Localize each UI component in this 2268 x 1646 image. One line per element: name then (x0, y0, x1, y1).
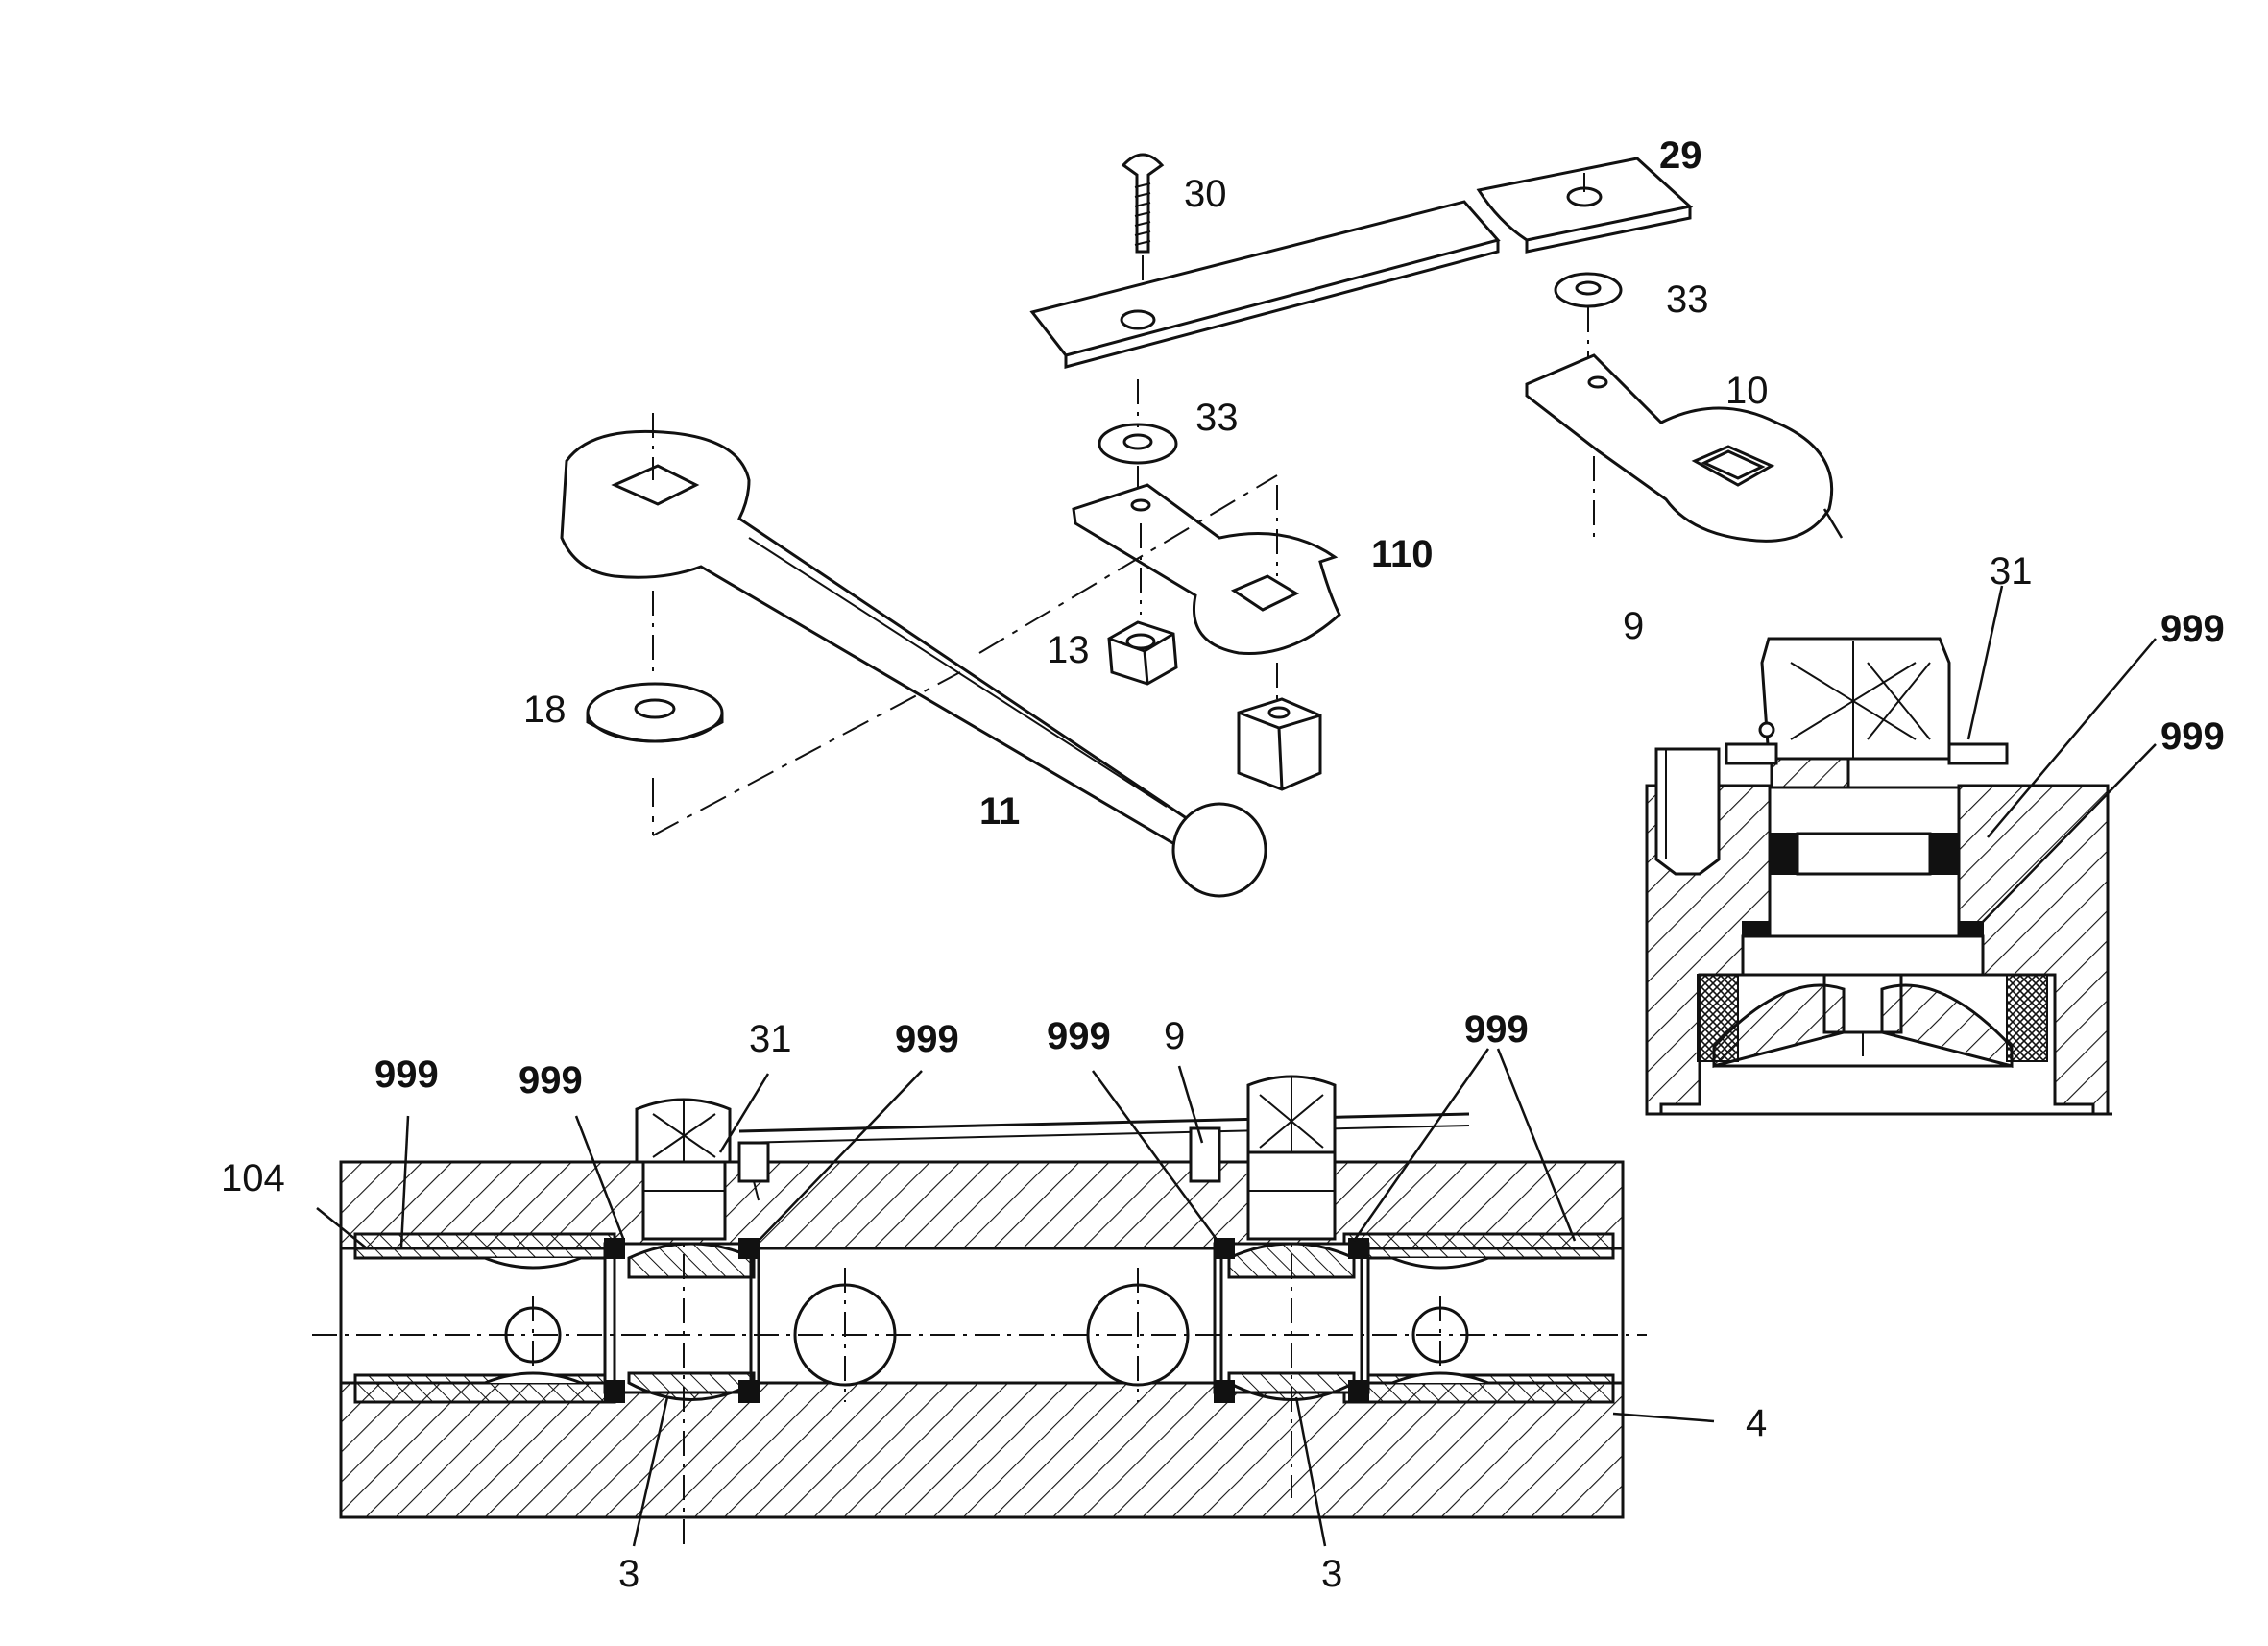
nut-part (1107, 620, 1178, 686)
section-view: 104 999 999 31 999 999 9 999 4 3 3 (221, 1008, 1767, 1595)
lever-right-part (1525, 353, 1834, 543)
exploded-view: 30 29 33 33 10 110 13 18 11 (523, 134, 1834, 898)
label-port-right: 4 (1746, 1402, 1767, 1444)
label-detail-seal-lower: 999 (2160, 715, 2225, 758)
label-detail-pin: 9 (1623, 605, 1644, 647)
label-washer-left: 33 (1195, 397, 1239, 439)
label-seal-e: 999 (1464, 1008, 1529, 1051)
label-washer-right: 33 (1666, 278, 1709, 321)
strap-part (1029, 157, 1694, 369)
label-lever-right: 10 (1725, 370, 1769, 412)
label-lever-small: 110 (1371, 533, 1434, 575)
label-screw: 30 (1184, 173, 1227, 215)
label-seal-b: 999 (519, 1059, 583, 1101)
square-block-part (1237, 697, 1322, 791)
label-ball-left: 3 (618, 1553, 639, 1595)
label-strap: 29 (1659, 134, 1702, 177)
label-plug-left: 104 (221, 1157, 285, 1199)
lever-small-part (1072, 483, 1341, 730)
label-seal-c: 999 (895, 1018, 959, 1060)
detail-view: 9 31 999 999 (1623, 508, 2225, 1116)
label-ring: 31 (749, 1018, 792, 1060)
washer-left-part (1098, 379, 1178, 492)
washer-bottom-part (586, 682, 724, 743)
label-seal-a: 999 (374, 1053, 439, 1096)
label-ball-right: 3 (1321, 1553, 1342, 1595)
label-pin: 9 (1164, 1015, 1185, 1057)
handle-part (560, 413, 1278, 898)
label-washer-bottom: 18 (523, 689, 567, 731)
washer-right-part (1554, 272, 1623, 365)
label-nut: 13 (1047, 629, 1090, 671)
label-detail-seal-upper: 999 (2160, 608, 2225, 650)
label-seal-d: 999 (1047, 1015, 1111, 1057)
label-handle: 11 (979, 790, 1020, 833)
label-detail-ring: 31 (1990, 550, 2033, 593)
